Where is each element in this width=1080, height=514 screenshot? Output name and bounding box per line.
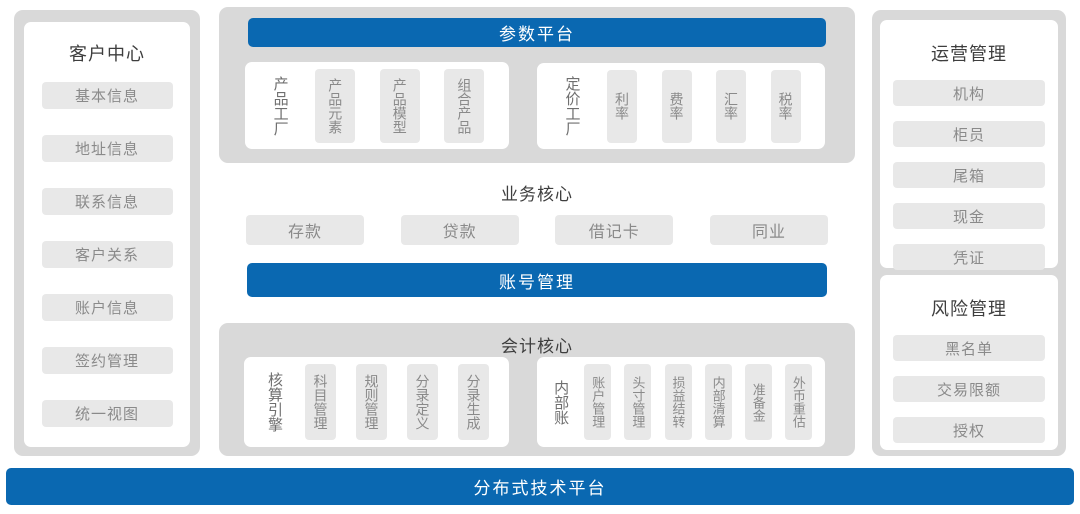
customer-center-box: 客户中心 基本信息 地址信息 联系信息 客户关系 账户信息 签约管理 统一视图 (24, 22, 190, 447)
customer-center-title: 客户中心 (69, 44, 145, 64)
pill-rule-mgmt: 规则管理 (356, 364, 387, 440)
pill-account-mgmt: 账户管理 (584, 364, 612, 440)
internal-account-box: 内部账 账户管理 头寸管理 损益结转 内部清算 准备金 外币重估 (537, 357, 825, 447)
risk-box: 风险管理 黑名单 交易限额 授权 (880, 275, 1058, 450)
accounting-core-title: 会计核心 (501, 337, 573, 356)
pill-internal-clearing: 内部清算 (704, 364, 732, 440)
accounting-core-panel: 会计核心 核算引擎 科目管理 规则管理 分录定义 分录生成 内部账 账户管理 头… (219, 323, 855, 456)
pill-debit-card: 借记卡 (555, 215, 674, 245)
pill-address-info: 地址信息 (41, 135, 173, 162)
pill-loan: 贷款 (400, 215, 519, 245)
account-management-bar: 账号管理 (247, 263, 827, 297)
pill-interest-rate: 利率 (607, 69, 637, 143)
tech-platform-bar: 分布式技术平台 (6, 468, 1074, 505)
param-platform-panel: 参数平台 产品工厂 产品元素 产品模型 组合产品 定价工厂 利率 费率 汇率 税… (219, 7, 855, 163)
customer-center-panel: 客户中心 基本信息 地址信息 联系信息 客户关系 账户信息 签约管理 统一视图 (14, 10, 200, 456)
pill-fx-revaluation: 外币重估 (784, 364, 812, 440)
internal-account-label: 内部账 (552, 379, 570, 425)
pill-product-element: 产品元素 (315, 68, 356, 143)
customer-center-items: 基本信息 地址信息 联系信息 客户关系 账户信息 签约管理 统一视图 (24, 82, 190, 427)
business-core-title: 业务核心 (501, 185, 573, 204)
pill-deposit: 存款 (246, 215, 364, 245)
product-factory-box: 产品工厂 产品元素 产品模型 组合产品 (245, 62, 509, 149)
pill-blacklist: 黑名单 (893, 335, 1045, 361)
business-core-items: 存款 贷款 借记卡 同业 (246, 215, 828, 245)
pill-tax-rate: 税率 (770, 69, 801, 143)
pill-position-mgmt: 头寸管理 (624, 364, 652, 440)
risk-title: 风险管理 (931, 299, 1007, 319)
pill-entry-define: 分录定义 (407, 364, 438, 440)
pill-subject-mgmt: 科目管理 (305, 364, 336, 440)
pricing-factory-box: 定价工厂 利率 费率 汇率 税率 (537, 63, 825, 149)
pill-institution: 机构 (893, 80, 1045, 106)
pill-contract-mgmt: 签约管理 (41, 347, 173, 374)
param-platform-header: 参数平台 (248, 18, 826, 47)
right-panel: 运营管理 机构 柜员 尾箱 现金 凭证 风险管理 黑名单 交易限额 授权 (872, 10, 1066, 456)
pill-account-info: 账户信息 (41, 294, 173, 321)
product-factory-label: 产品工厂 (271, 75, 289, 136)
pill-voucher: 凭证 (893, 244, 1045, 270)
pill-entry-gen: 分录生成 (458, 364, 489, 440)
pill-product-model: 产品模型 (379, 68, 420, 143)
pill-contact-info: 联系信息 (41, 188, 173, 215)
operations-items: 机构 柜员 尾箱 现金 凭证 (880, 80, 1058, 270)
pill-fee-rate: 费率 (661, 69, 692, 143)
operations-title: 运营管理 (931, 44, 1007, 64)
pill-cash: 现金 (893, 203, 1045, 229)
pill-authorize: 授权 (893, 417, 1045, 443)
accounting-engine-label: 核算引擎 (266, 372, 283, 432)
pill-trade-limit: 交易限额 (893, 376, 1045, 402)
pill-interbank: 同业 (709, 215, 828, 245)
pill-customer-rel: 客户关系 (41, 241, 173, 268)
pill-reserve: 准备金 (744, 364, 772, 440)
pill-unified-view: 统一视图 (41, 400, 173, 427)
pricing-factory-label: 定价工厂 (563, 76, 581, 136)
pill-teller: 柜员 (893, 121, 1045, 147)
pill-cash-box: 尾箱 (893, 162, 1045, 188)
pill-combo-product: 组合产品 (444, 68, 485, 143)
pill-basic-info: 基本信息 (41, 82, 173, 109)
accounting-engine-box: 核算引擎 科目管理 规则管理 分录定义 分录生成 (244, 357, 509, 447)
operations-box: 运营管理 机构 柜员 尾箱 现金 凭证 (880, 20, 1058, 270)
pill-exchange-rate: 汇率 (716, 69, 746, 143)
risk-items: 黑名单 交易限额 授权 (880, 335, 1058, 443)
pill-pl-carryover: 损益结转 (664, 364, 692, 440)
